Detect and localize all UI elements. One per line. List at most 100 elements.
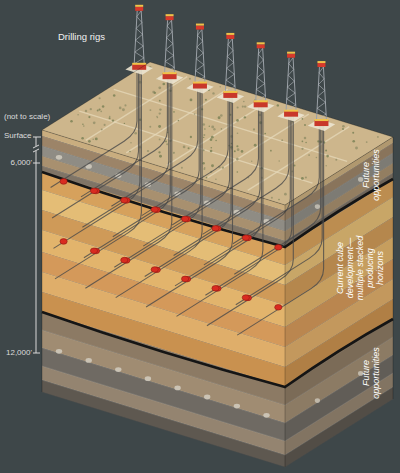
rig-base-trim: [163, 72, 177, 74]
rig-base-trim: [193, 82, 207, 84]
desert-scrub: [241, 150, 244, 153]
desert-scrub: [157, 117, 159, 119]
future-target-dot: [263, 413, 269, 418]
future-target-dot: [204, 395, 210, 400]
zone-label: Current cube development— multiple stack…: [335, 234, 385, 302]
future-target-dot: [234, 404, 240, 409]
derrick-leg: [195, 30, 198, 83]
horizontal-well: [233, 124, 319, 243]
crown-block-trim: [226, 33, 234, 35]
desert-scrub: [158, 86, 161, 89]
producing-target-dot: [242, 235, 249, 241]
desert-scrub: [147, 150, 149, 152]
rig-base: [254, 101, 268, 107]
desert-scrub: [77, 114, 79, 116]
desert-scrub: [236, 145, 238, 147]
desert-scrub: [215, 179, 217, 181]
horizontal-well: [234, 125, 320, 274]
desert-scrub: [90, 108, 92, 110]
producing-target-dot: [275, 305, 282, 311]
producing-target-dot: [242, 295, 249, 301]
rig-base: [314, 120, 328, 126]
producing-target-dot: [121, 197, 128, 203]
scale-tick: [33, 163, 40, 164]
block-edge: [285, 205, 286, 467]
rig-base: [223, 92, 237, 98]
desert-scrub: [173, 111, 175, 113]
desert-scrub: [159, 108, 161, 110]
derrick-leg: [316, 67, 319, 120]
producing-target-dot: [212, 226, 219, 232]
desert-scrub: [304, 137, 307, 140]
future-target-dot: [56, 155, 62, 160]
rig-base: [193, 83, 207, 89]
horizontal-well: [114, 88, 200, 267]
desert-scrub: [301, 177, 304, 180]
lease-road: [167, 102, 269, 166]
horizontal-well: [177, 107, 263, 316]
desert-scrub: [264, 133, 266, 135]
strata-line: [42, 230, 393, 305]
crown-block: [226, 35, 234, 39]
desert-scrub: [243, 101, 245, 103]
future-target-dot: [86, 358, 92, 363]
desert-scrub: [210, 138, 213, 141]
crown-block: [196, 26, 204, 30]
desert-scrub: [190, 136, 192, 138]
desert-scrub: [85, 110, 87, 112]
desert-scrub: [149, 126, 151, 128]
desert-scrub: [70, 120, 73, 123]
future-target-dot: [315, 398, 320, 403]
desert-scrub: [112, 119, 114, 121]
desert-scrub: [210, 147, 212, 149]
horizontal-well: [204, 116, 290, 265]
rig-base-trim: [254, 100, 268, 102]
desert-scrub: [301, 148, 303, 150]
desert-scrub: [203, 168, 205, 170]
desert-scrub: [93, 121, 96, 124]
desert-scrub: [95, 137, 98, 140]
derrick-leg: [323, 67, 326, 120]
desert-scrub: [202, 162, 205, 165]
desert-scrub: [244, 116, 246, 118]
desert-scrub: [97, 110, 99, 112]
desert-scrub: [237, 133, 239, 135]
depth-scale-line: [36, 137, 37, 146]
zone-boundary: [42, 312, 393, 387]
derrick-leg: [141, 11, 144, 64]
producing-target-dot: [151, 207, 158, 213]
future-target-dot: [315, 204, 320, 209]
horizontal-well: [84, 78, 170, 257]
desert-scrub: [355, 147, 358, 150]
strata-line: [42, 392, 393, 467]
side-shade: [285, 137, 393, 467]
desert-scrub: [159, 155, 162, 158]
desert-scrub: [194, 113, 196, 115]
strata-line: [42, 172, 393, 247]
desert-scrub: [181, 167, 183, 169]
producing-target-dot: [212, 286, 219, 292]
derrick-leg: [134, 11, 137, 64]
crown-block-trim: [317, 61, 325, 63]
desert-scrub: [152, 91, 155, 94]
desert-scrub: [99, 109, 101, 111]
strata-line: [42, 348, 393, 423]
horizontal-well: [82, 78, 168, 227]
desert-scrub: [130, 142, 132, 144]
horizontal-well: [236, 125, 322, 304]
desert-scrub: [204, 128, 206, 130]
crown-block-trim: [257, 42, 265, 44]
derrick-leg: [225, 39, 228, 92]
scale-tick: [33, 137, 41, 138]
block-edge: [42, 62, 393, 205]
desert-scrub: [162, 83, 165, 86]
desert-scrub: [270, 150, 272, 152]
horizontal-well: [145, 97, 231, 276]
desert-scrub: [377, 136, 379, 138]
desert-scrub: [212, 92, 214, 94]
desert-scrub: [325, 150, 327, 152]
depth-label: Surface: [4, 131, 32, 140]
desert-scrub: [271, 197, 273, 199]
desert-scrub: [254, 144, 257, 147]
